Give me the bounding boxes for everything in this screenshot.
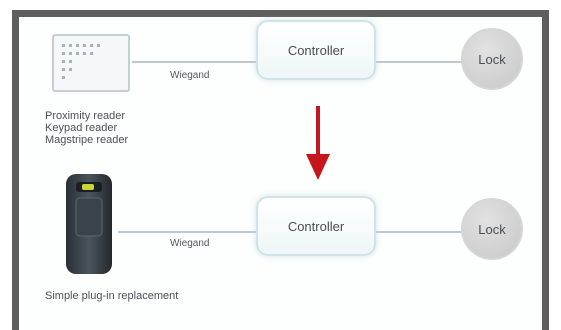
down-arrow-icon <box>306 106 330 180</box>
reader-type-proximity: Proximity reader <box>45 110 126 122</box>
connector-controller-lock-top <box>376 61 462 63</box>
controller-box-top: Controller <box>256 20 376 80</box>
reader-type-magstripe: Magstripe reader <box>45 134 129 146</box>
lock-circle-top: Lock <box>461 28 523 90</box>
wiegand-label-bottom: Wiegand <box>170 238 210 249</box>
replacement-caption: Simple plug-in replacement <box>45 290 179 302</box>
reader-type-keypad: Keypad reader <box>45 122 118 134</box>
connector-controller-lock-bottom <box>376 231 462 233</box>
lock-circle-bottom: Lock <box>461 198 523 260</box>
wiegand-connector-top <box>132 61 258 63</box>
keypad-reader-icon <box>52 34 130 92</box>
plug-in-reader-icon <box>66 174 112 274</box>
wiegand-connector-bottom <box>118 231 258 233</box>
reader-types-caption: Proximity reader Keypad reader Magstripe… <box>45 110 128 146</box>
wiegand-label-top: Wiegand <box>170 70 210 81</box>
controller-box-bottom: Controller <box>256 196 376 256</box>
